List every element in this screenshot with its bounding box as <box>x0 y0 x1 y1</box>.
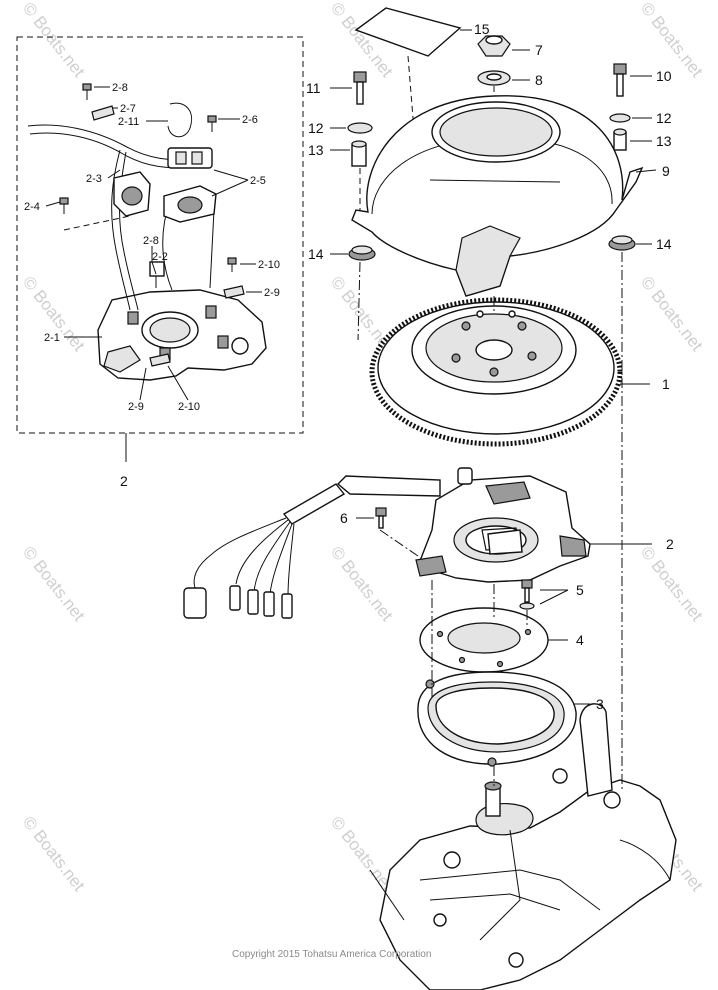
callout-2-9-bottom: 2-9 <box>128 401 144 413</box>
callout-7: 7 <box>535 42 543 58</box>
callout-15: 15 <box>474 21 490 37</box>
callout-13-left: 13 <box>308 142 324 158</box>
inset-leaders <box>45 86 262 401</box>
part-11-bolt-left <box>330 71 367 105</box>
alignment-lines <box>357 252 623 790</box>
watermark: © Boats.net <box>327 813 397 895</box>
callout-2-box: 2 <box>120 473 128 489</box>
part-3-base-plate <box>417 671 590 767</box>
watermark: © Boats.net <box>19 543 89 625</box>
inset-detail-box: 2 <box>16 36 304 489</box>
engine-crankcase <box>369 703 677 990</box>
inset-labels: 2-8 2-7 2-11 2-6 2-3 2-5 2-4 2-8 2-2 2-1… <box>24 82 280 413</box>
callout-14-left: 14 <box>308 246 324 262</box>
callout-11: 11 <box>306 80 321 96</box>
callout-1: 1 <box>662 376 670 392</box>
part-12-washer-left <box>330 122 373 134</box>
callout-2-4: 2-4 <box>24 201 40 213</box>
part-5-screw-washer <box>519 579 569 610</box>
callout-2-3: 2-3 <box>86 173 102 185</box>
main-callouts: 15 7 8 10 11 12 12 13 13 9 14 14 1 2 6 5… <box>306 21 674 712</box>
callout-2-10-bottom: 2-10 <box>178 401 200 413</box>
callout-2-5: 2-5 <box>250 175 266 187</box>
part-7-nut <box>477 35 530 57</box>
part-14-grommet-left <box>330 245 376 261</box>
inset-stator-plate <box>97 209 267 381</box>
part-4-ring-plate <box>419 607 568 673</box>
part-6-screw <box>356 507 387 529</box>
part-2-stator-assembly <box>415 467 652 583</box>
watermark: © Boats.net <box>19 813 89 895</box>
part-9-flywheel-cover <box>351 95 657 297</box>
callout-2-10-right: 2-10 <box>258 259 280 271</box>
callout-10: 10 <box>656 68 672 84</box>
callout-4: 4 <box>576 632 584 648</box>
part-8-washer <box>477 70 530 140</box>
part-13-collar-left <box>330 140 367 210</box>
callout-2-7: 2-7 <box>120 103 136 115</box>
part-10-bolt-right <box>613 63 652 97</box>
callout-6: 6 <box>340 510 348 526</box>
callout-2-8-mid: 2-8 <box>143 235 159 247</box>
part-14-grommet-right <box>608 235 652 251</box>
watermark: © Boats.net <box>637 543 707 625</box>
stator-wire-harness <box>183 475 441 619</box>
part-13-collar-right <box>613 128 652 151</box>
callout-2-1: 2-1 <box>44 332 60 344</box>
callout-2-8-top: 2-8 <box>112 82 128 94</box>
inset-wire-harness <box>27 102 217 311</box>
callout-12-right: 12 <box>656 110 672 126</box>
part-12-washer-right <box>609 113 652 123</box>
watermark: © Boats.net <box>637 273 707 355</box>
watermark: © Boats.net <box>637 0 707 81</box>
callout-2: 2 <box>666 536 674 552</box>
callout-5: 5 <box>576 582 584 598</box>
inset-fasteners <box>59 83 245 367</box>
callout-2-11: 2-11 <box>118 116 139 128</box>
callout-3: 3 <box>596 696 604 712</box>
callout-2-9-right: 2-9 <box>264 287 280 299</box>
callout-2-2: 2-2 <box>152 251 168 263</box>
callout-12-left: 12 <box>308 120 324 136</box>
callout-14-right: 14 <box>656 236 672 252</box>
part-1-flywheel <box>369 297 650 447</box>
callout-2-6: 2-6 <box>242 114 258 126</box>
callout-8: 8 <box>535 72 543 88</box>
watermark: © Boats.net <box>327 543 397 625</box>
callout-13-right: 13 <box>656 133 672 149</box>
callout-9: 9 <box>662 163 670 179</box>
watermark: © Boats.net <box>19 0 89 81</box>
copyright-notice: Copyright 2015 Tohatsu America Corporati… <box>232 949 431 960</box>
